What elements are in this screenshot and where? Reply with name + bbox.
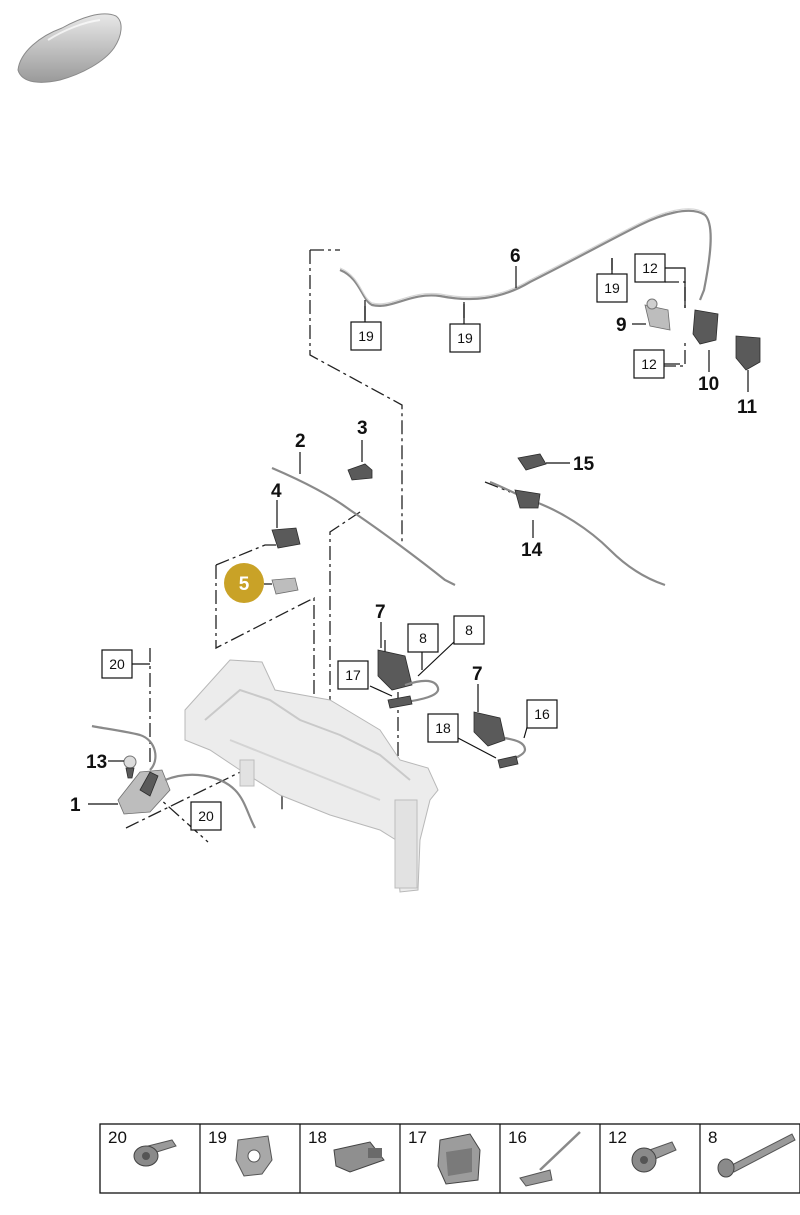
boxed-callout-20b: 20 — [190, 801, 222, 831]
table-cell-19[interactable]: 19 — [208, 1128, 273, 1177]
boxed-17-text: 17 — [345, 667, 361, 683]
table-cell-17[interactable]: 17 — [408, 1128, 481, 1185]
boxed-18-text: 18 — [435, 720, 451, 736]
table-num-17: 17 — [408, 1128, 427, 1147]
connector-icon — [333, 1141, 385, 1173]
table-cell-18[interactable]: 18 — [308, 1128, 385, 1173]
table-cell-8[interactable]: 8 — [708, 1128, 796, 1178]
screw-icon — [133, 1139, 177, 1167]
highlight-circle — [224, 563, 264, 603]
leader-lines — [88, 258, 749, 815]
boxed-callout-20a: 20 — [101, 649, 133, 679]
part-2-cable — [271, 466, 456, 586]
boxed-callout-12b: 12 — [633, 349, 665, 379]
small-parts-table: 20 19 18 17 — [99, 1123, 800, 1194]
boxed-callout-16: 16 — [526, 699, 558, 729]
boxed-16-text: 16 — [534, 706, 550, 722]
table-num-19: 19 — [208, 1128, 227, 1147]
reference-lines — [125, 249, 686, 843]
callout-1: 1 — [70, 795, 81, 816]
part-11-latch — [735, 335, 761, 371]
callout-2: 2 — [295, 431, 306, 452]
boxed-19b-text: 19 — [457, 330, 473, 346]
callout-10: 10 — [698, 374, 719, 395]
boxed-12a-text: 12 — [642, 260, 658, 276]
part-13-knob — [123, 755, 137, 779]
callout-5-highlight[interactable]: 5 — [224, 563, 264, 603]
table-cell-16[interactable]: 16 — [508, 1128, 581, 1187]
boxed-12b-text: 12 — [641, 356, 657, 372]
part-1-release-lever — [91, 724, 256, 829]
callout-6: 6 — [510, 246, 521, 267]
part-3-cap — [347, 463, 373, 481]
boxed-callout-18: 18 — [427, 713, 459, 743]
table-num-16: 16 — [508, 1128, 527, 1147]
boxed-20b-text: 20 — [198, 808, 214, 824]
part-4-bracket — [271, 527, 301, 549]
boxed-callout-19b: 19 — [449, 323, 481, 353]
callout-4: 4 — [271, 481, 282, 502]
callout-14: 14 — [521, 540, 543, 561]
part-5-bracket — [271, 577, 299, 595]
callout-7-upper: 7 — [375, 602, 386, 623]
part-7-latch-lower — [473, 711, 527, 769]
callout-5: 5 — [239, 574, 250, 595]
table-num-20: 20 — [108, 1128, 127, 1147]
boxed-callout-17: 17 — [337, 660, 369, 690]
boxed-8b-text: 8 — [465, 622, 473, 638]
bolt-icon — [717, 1133, 796, 1178]
callout-15: 15 — [573, 454, 595, 475]
boxed-20a-text: 20 — [109, 656, 125, 672]
table-num-12: 12 — [608, 1128, 627, 1147]
callout-7-lower: 7 — [472, 664, 483, 685]
callout-11: 11 — [737, 397, 758, 418]
part-15-cap — [517, 453, 547, 471]
table-cell-20[interactable]: 20 — [108, 1128, 177, 1167]
screw-icon — [631, 1141, 677, 1173]
cable-6 — [339, 208, 712, 307]
table-cell-12[interactable]: 12 — [608, 1128, 677, 1173]
holder-icon — [437, 1133, 481, 1185]
boxed-callout-12a: 12 — [634, 253, 666, 283]
callout-9: 9 — [616, 315, 627, 336]
callout-13: 13 — [86, 752, 107, 773]
cable-icon — [519, 1131, 581, 1187]
boxed-callout-19a: 19 — [350, 321, 382, 351]
clip-icon — [235, 1135, 273, 1177]
boxed-8a-text: 8 — [419, 630, 427, 646]
boxed-callout-19c: 19 — [596, 273, 628, 303]
boxed-callout-8b: 8 — [453, 615, 485, 645]
part-7-latch-upper — [377, 649, 440, 709]
front-crossmember — [184, 659, 439, 893]
boxed-19c-text: 19 — [604, 280, 620, 296]
boxed-callout-8a: 8 — [407, 623, 439, 653]
boxed-19a-text: 19 — [358, 328, 374, 344]
part-10-latch — [692, 309, 719, 345]
part-14-cable-junction — [489, 480, 666, 587]
part-9-bracket — [644, 298, 671, 331]
table-num-8: 8 — [708, 1128, 717, 1147]
callout-3: 3 — [357, 418, 368, 439]
car-silhouette-icon — [17, 13, 122, 83]
table-num-18: 18 — [308, 1128, 327, 1147]
